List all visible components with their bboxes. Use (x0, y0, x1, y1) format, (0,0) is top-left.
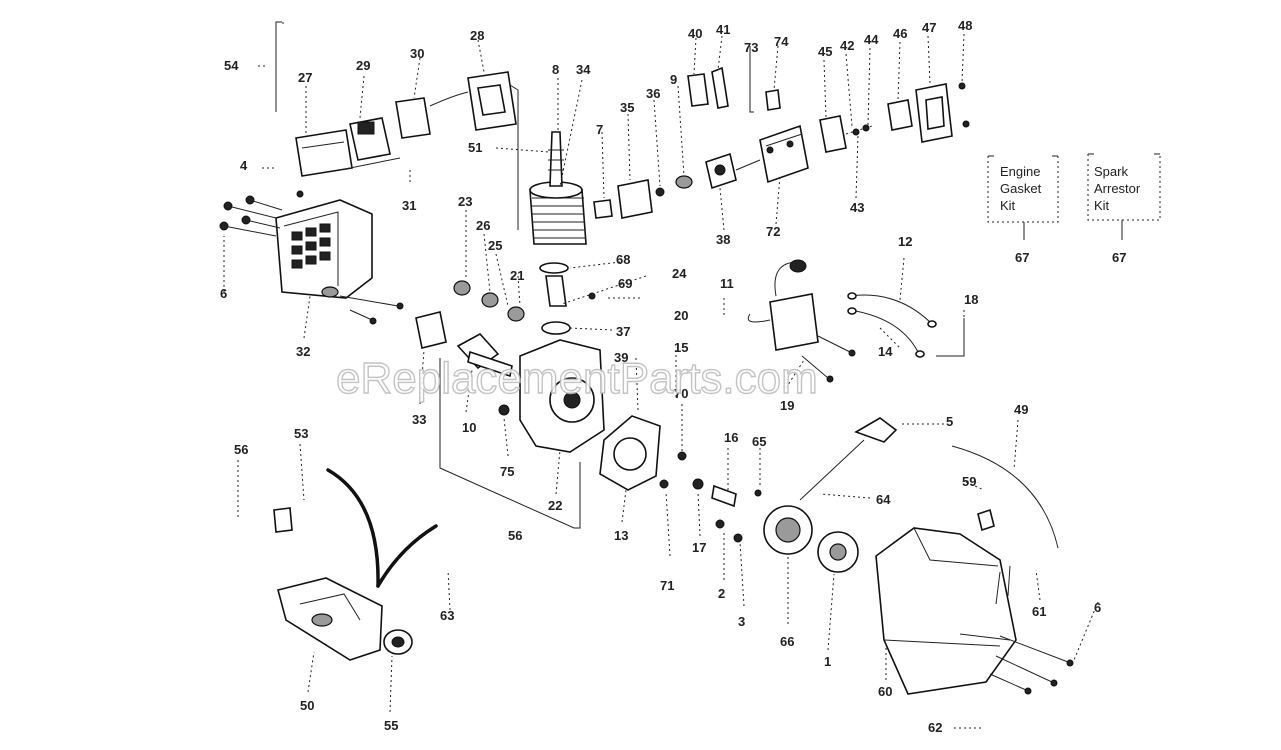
part-number-label: 40 (688, 26, 702, 41)
part-number-label: 63 (440, 608, 454, 623)
part-number-label: 56 (508, 528, 522, 543)
part-number-label: 1 (824, 654, 831, 669)
part-number-label: 42 (840, 38, 854, 53)
part-number-label: 72 (766, 224, 780, 239)
engine-gasket-kit-line-3: Kit (1000, 198, 1016, 213)
part-number-label: 75 (500, 464, 514, 479)
part-number-label: 61 (1032, 604, 1046, 619)
part-number-label: 59 (962, 474, 976, 489)
part-number-label: 43 (850, 200, 864, 215)
spark-arrestor-kit-line-3: Kit (1094, 198, 1110, 213)
part-number-label: 48 (958, 18, 972, 33)
part-number-label: 13 (614, 528, 628, 543)
part-number-label: 34 (576, 62, 591, 77)
part-number-label: 37 (616, 324, 630, 339)
part-number-label: 4 (240, 158, 248, 173)
part-number-label: 74 (774, 34, 789, 49)
part-number-label: 15 (674, 340, 688, 355)
part-number-label: 69 (618, 276, 632, 291)
part-number-label: 3 (738, 614, 745, 629)
part-number-label: 60 (878, 684, 892, 699)
part-number-label: 25 (488, 238, 502, 253)
part-number-label: 27 (298, 70, 312, 85)
part-number-label: 64 (876, 492, 891, 507)
part-number-label: 49 (1014, 402, 1028, 417)
part-number-label: 14 (878, 344, 893, 359)
part-number-label: 5 (946, 414, 953, 429)
part-number-label: 32 (296, 344, 310, 359)
part-number-label: 51 (468, 140, 482, 155)
part-number-label: 2 (718, 586, 725, 601)
part-number-label: 62 (928, 720, 942, 735)
part-number-label: 71 (660, 578, 674, 593)
part-number-label: 35 (620, 100, 634, 115)
watermark-text: eReplacementParts.com (336, 354, 818, 403)
part-number-label: 53 (294, 426, 308, 441)
part-number-label: 26 (476, 218, 490, 233)
part-number-label: 21 (510, 268, 524, 283)
part-number-label: 73 (744, 40, 758, 55)
part-number-label: 19 (780, 398, 794, 413)
part-number-label: 29 (356, 58, 370, 73)
part-number-label: 65 (752, 434, 766, 449)
engine-gasket-kit-box: Engine Gasket Kit 67 (987, 155, 1059, 265)
part-number-label: 6 (1094, 600, 1101, 615)
part-number-label: 17 (692, 540, 706, 555)
spark-arrestor-kit-line-1: Spark (1094, 164, 1128, 179)
part-number-label: 56 (234, 442, 248, 457)
part-number-label: 47 (922, 20, 936, 35)
part-number-label: 50 (300, 698, 314, 713)
part-number-label: 31 (402, 198, 416, 213)
part-number-label: 45 (818, 44, 832, 59)
spark-arrestor-kit-box: Spark Arrestor Kit 67 (1087, 153, 1161, 265)
spark-arrestor-kit-line-2: Arrestor (1094, 181, 1141, 196)
part-number-label: 23 (458, 194, 472, 209)
part-number-label: 38 (716, 232, 730, 247)
part-number-label: 22 (548, 498, 562, 513)
part-number-label: 24 (672, 266, 687, 281)
part-number-label: 16 (724, 430, 738, 445)
part-number-label: 10 (462, 420, 476, 435)
part-number-label: 6 (220, 286, 227, 301)
part-number-label: 18 (964, 292, 978, 307)
engine-gasket-kit-line-2: Gasket (1000, 181, 1042, 196)
part-number-label: 55 (384, 718, 398, 733)
part-number-label: 66 (780, 634, 794, 649)
part-number-label: 30 (410, 46, 424, 61)
engine-gasket-kit-number: 67 (1015, 250, 1029, 265)
part-number-label: 44 (864, 32, 879, 47)
spark-arrestor-kit-number: 67 (1112, 250, 1126, 265)
part-number-label: 39 (614, 350, 628, 365)
part-number-label: 9 (670, 72, 677, 87)
part-number-label: 54 (224, 58, 239, 73)
part-number-label: 36 (646, 86, 660, 101)
part-number-label: 11 (720, 276, 734, 291)
part-number-label: 7 (596, 122, 603, 137)
parts-artwork (219, 21, 1099, 729)
engine-gasket-kit-line-1: Engine (1000, 164, 1040, 179)
part-number-label: 28 (470, 28, 484, 43)
part-number-label: 12 (898, 234, 912, 249)
part-number-label: 20 (674, 308, 688, 323)
part-number-label: 46 (893, 26, 907, 41)
part-number-label: 68 (616, 252, 630, 267)
part-number-label: 8 (552, 62, 559, 77)
part-number-label: 41 (716, 22, 730, 37)
part-number-label: 33 (412, 412, 426, 427)
part-number-label: 70 (674, 386, 688, 401)
